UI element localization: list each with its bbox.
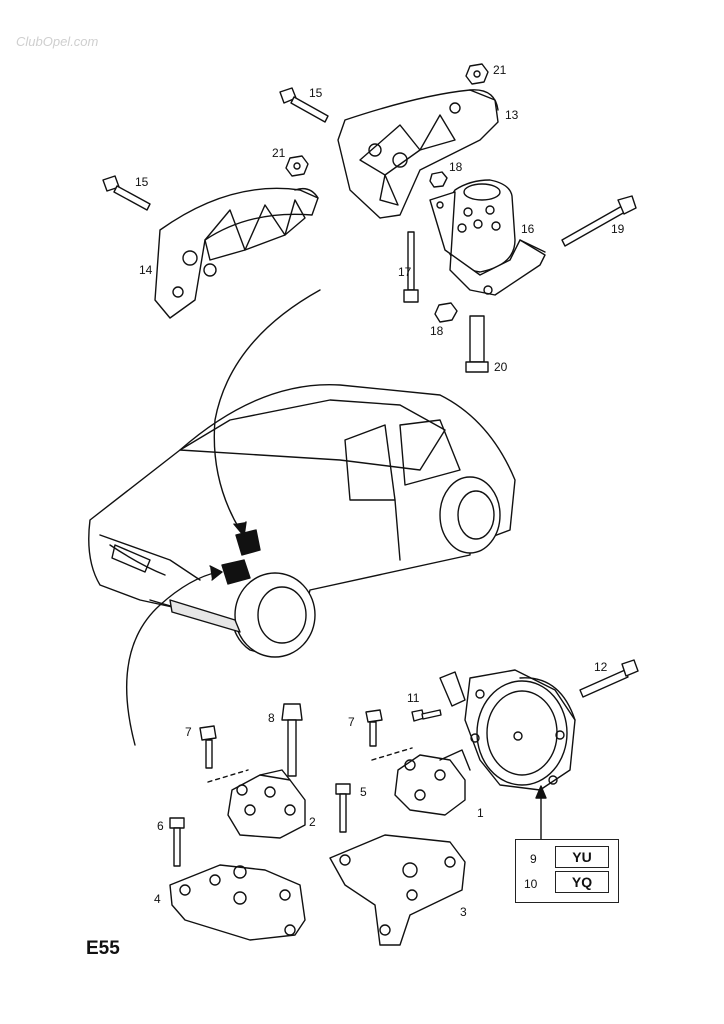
arrow-lower-head [209, 565, 223, 581]
callout-12: 12 [594, 660, 608, 674]
callout-15a: 15 [309, 86, 323, 100]
bolt-7a [199, 725, 217, 769]
callout-6: 6 [157, 819, 164, 833]
mount-16 [429, 179, 546, 296]
callout-18a: 18 [449, 160, 463, 174]
arrow-lower [126, 571, 219, 746]
callout-3: 3 [460, 905, 467, 919]
dash-line-left [207, 769, 249, 783]
callout-17: 17 [398, 265, 412, 279]
legend-num: 10 [524, 877, 538, 891]
arrow-upper [213, 289, 321, 531]
legend-num: 9 [530, 852, 537, 866]
bolt-11 [411, 709, 442, 722]
callout-7a: 7 [185, 725, 192, 739]
callout-19: 19 [611, 222, 625, 236]
callout-15b: 15 [135, 175, 149, 189]
legend-row-9: 9 YU [516, 846, 618, 870]
variant-legend: 9 YU 10 YQ [515, 839, 619, 903]
bolt-6 [169, 817, 185, 867]
bolt-17 [403, 231, 419, 303]
bracket-3 [329, 834, 466, 946]
bolt-12 [579, 659, 639, 698]
nut-18b [434, 302, 458, 323]
callout-18b: 18 [430, 324, 444, 338]
nut-21b [285, 155, 309, 177]
dash-line-right [371, 747, 413, 761]
bolt-15b [102, 175, 151, 211]
arrow-upper-head [233, 521, 247, 537]
bolt-5 [335, 783, 351, 833]
callout-20: 20 [494, 360, 508, 374]
clip-11 [439, 671, 466, 707]
nut-18a [429, 171, 448, 188]
callout-13: 13 [505, 108, 519, 122]
page-code: E55 [86, 938, 120, 959]
bolt-7b [365, 709, 383, 747]
callout-8: 8 [268, 711, 275, 725]
callout-21b: 21 [272, 146, 286, 160]
watermark: ClubOpel.com [16, 34, 99, 49]
bolt-8 [281, 703, 303, 777]
legend-code: YU [555, 846, 609, 868]
callout-14: 14 [139, 263, 153, 277]
car-outline [88, 383, 516, 658]
bracket-1 [394, 749, 471, 816]
callout-16: 16 [521, 222, 535, 236]
bracket-2 [227, 769, 306, 839]
legend-arrowhead [535, 785, 547, 799]
callout-4: 4 [154, 892, 161, 906]
nut-21a [465, 63, 489, 85]
callout-7b: 7 [348, 715, 355, 729]
bracket-4 [169, 864, 306, 941]
bolt-15a [279, 87, 329, 123]
callout-2: 2 [309, 815, 316, 829]
callout-11: 11 [407, 691, 420, 705]
legend-code: YQ [555, 871, 609, 893]
mount-9-10 [464, 669, 576, 791]
callout-5: 5 [360, 785, 367, 799]
bracket-14 [154, 187, 319, 319]
bracket-13 [337, 89, 499, 219]
bolt-19 [561, 195, 637, 247]
bolt-20 [465, 315, 489, 373]
callout-21a: 21 [493, 63, 507, 77]
callout-1: 1 [477, 806, 484, 820]
legend-row-10: 10 YQ [516, 871, 618, 895]
